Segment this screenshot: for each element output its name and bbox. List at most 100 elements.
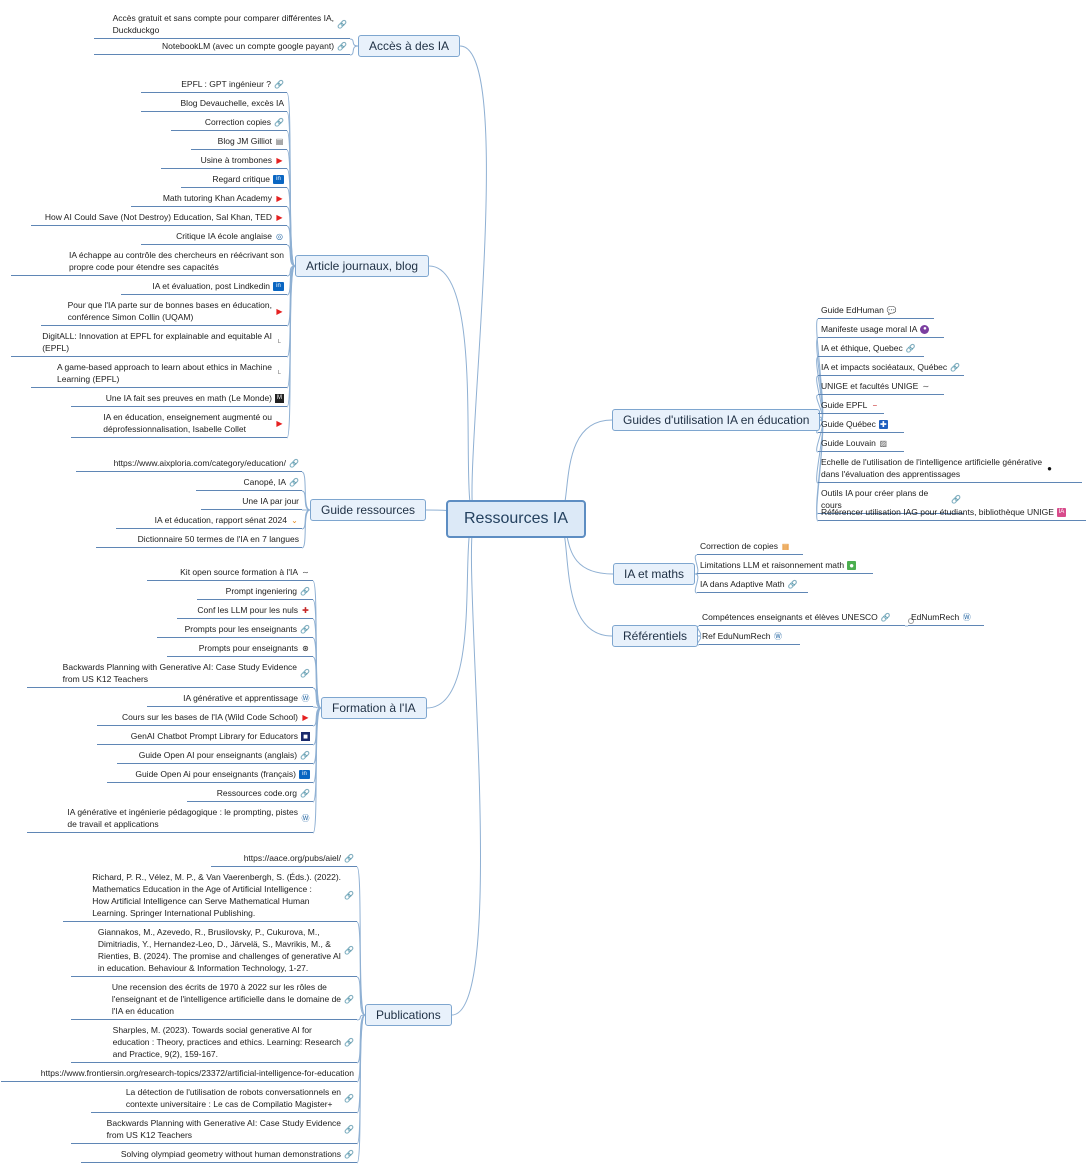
formation-item-4[interactable]: Prompts pour les enseignants🔗 <box>157 621 313 638</box>
guide_res-item-4[interactable]: IA et éducation, rapport sénat 2024⌄ <box>116 512 302 529</box>
formation-item-6[interactable]: Backwards Planning with Generative AI: C… <box>27 659 313 688</box>
item-text: Echelle de l'utilisation de l'intelligen… <box>821 457 1043 479</box>
link-icon[interactable]: 🔗 <box>300 788 310 798</box>
articles-item-14[interactable]: A game-based approach to learn about eth… <box>31 359 287 388</box>
guides_util-item-2[interactable]: Manifeste usage moral IA● <box>818 321 944 338</box>
collapse-toggle[interactable] <box>908 618 914 624</box>
articles-item-15[interactable]: Une IA fait ses preuves en math (Le Mond… <box>71 390 287 407</box>
guides_util-item-10[interactable]: Outils IA pour créer plans de cours🔗 <box>818 485 964 514</box>
formation-item-1[interactable]: Kit open source formation à l'IA∼ <box>147 564 313 581</box>
guide_res-item-3[interactable]: Une IA par jour <box>201 493 302 510</box>
formation-item-8[interactable]: Cours sur les bases de l'IA (Wild Code S… <box>97 709 313 726</box>
guides_util-item-4[interactable]: IA et impacts sociéataux, Québec🔗 <box>818 359 964 376</box>
branch-guide-ressources[interactable]: Guide ressources <box>310 499 427 521</box>
articles-item-9[interactable]: Critique IA école anglaise◎ <box>141 228 287 245</box>
link-icon[interactable]: 🔗 <box>344 853 354 863</box>
link-icon[interactable]: 🔗 <box>300 668 310 678</box>
formation-item-5[interactable]: Prompts pour enseignants⊛ <box>167 640 313 657</box>
acces-item-2[interactable]: NotebookLM (avec un compte google payant… <box>94 38 350 55</box>
link-icon[interactable]: 🔗 <box>274 79 284 89</box>
link-icon[interactable]: 🔗 <box>300 750 310 760</box>
articles-item-5[interactable]: Usine à trombones▶ <box>161 152 287 169</box>
link-icon[interactable]: 🔗 <box>337 19 347 29</box>
link-icon[interactable]: 🔗 <box>344 994 354 1004</box>
guides_util-item-3[interactable]: IA et éthique, Quebec🔗 <box>818 340 924 357</box>
guides_util-item-9[interactable]: Echelle de l'utilisation de l'intelligen… <box>818 454 1082 483</box>
item-text: Une recension des écrits de 1970 à 2022 … <box>111 982 342 1016</box>
link-icon[interactable]: 🔗 <box>787 579 798 589</box>
maths-item-1[interactable]: Correction de copies▦ <box>697 538 803 555</box>
publications-item-7[interactable]: La détection de l'utilisation de robots … <box>91 1084 357 1113</box>
publications-item-9[interactable]: Solving olympiad geometry without human … <box>81 1146 357 1163</box>
articles-item-16[interactable]: IA en éducation, enseignement augmenté o… <box>71 409 287 438</box>
link-icon[interactable]: 🔗 <box>344 1093 354 1103</box>
root-topic[interactable]: Ressources IA <box>446 500 587 538</box>
formation-item-9[interactable]: GenAI Chatbot Prompt Library for Educato… <box>97 728 313 745</box>
formation-item-11[interactable]: Guide Open Ai pour enseignants (français… <box>107 766 313 783</box>
guides_util-item-11[interactable]: Référencer utilisation IAG pour étudiant… <box>818 504 1086 521</box>
guides_util-item-1[interactable]: Guide EdHuman💬 <box>818 302 934 319</box>
branch-publications[interactable]: Publications <box>365 1004 452 1026</box>
item-text: UNIGE et facultés UNIGE <box>821 381 919 391</box>
articles-item-13[interactable]: DigitALL: Innovation at EPFL for explain… <box>11 328 287 357</box>
formation-item-10[interactable]: Guide Open AI pour enseignants (anglais)… <box>117 747 313 764</box>
articles-item-2[interactable]: Blog Devauchelle, excès IA <box>141 95 287 112</box>
branch-referentiels[interactable]: Référentiels <box>612 625 699 647</box>
link-icon[interactable]: 🔗 <box>344 945 354 955</box>
branch-articles-blog[interactable]: Article journaux, blog <box>295 255 430 277</box>
articles-item-12[interactable]: Pour que l'IA parte sur de bonnes bases … <box>41 297 287 326</box>
formation-item-13[interactable]: IA générative et ingénierie pédagogique … <box>27 804 313 833</box>
articles-item-1[interactable]: EPFL : GPT ingénieur ?🔗 <box>141 76 287 93</box>
formation-item-12[interactable]: Ressources code.org🔗 <box>187 785 313 802</box>
link-icon[interactable]: 🔗 <box>344 1037 354 1047</box>
link-icon[interactable]: 🔗 <box>344 1149 354 1159</box>
publications-item-1[interactable]: https://aace.org/pubs/aiel/🔗 <box>211 850 357 867</box>
articles-item-3[interactable]: Correction copies🔗 <box>171 114 287 131</box>
link-icon[interactable]: 🔗 <box>289 458 299 468</box>
branch-formation-ia[interactable]: Formation à l'IA <box>321 697 427 719</box>
articles-item-10[interactable]: IA échappe au contrôle des chercheurs en… <box>11 247 287 276</box>
branch-guides-utilisation[interactable]: Guides d'utilisation IA en éducation <box>612 409 821 431</box>
branch-ia-maths[interactable]: IA et maths <box>613 563 696 585</box>
articles-item-8[interactable]: How AI Could Save (Not Destroy) Educatio… <box>31 209 287 226</box>
link-icon[interactable]: 🔗 <box>880 612 891 622</box>
publications-item-6[interactable]: https://www.frontiersin.org/research-top… <box>1 1065 357 1082</box>
link-icon[interactable]: 🔗 <box>274 117 284 127</box>
link-icon[interactable]: 🔗 <box>951 494 962 504</box>
link-icon[interactable]: 🔗 <box>300 586 310 596</box>
guides_util-item-8[interactable]: Guide Louvain▨ <box>818 435 904 452</box>
articles-item-7[interactable]: Math tutoring Khan Academy▶ <box>131 190 287 207</box>
link-icon[interactable]: 🔗 <box>300 624 310 634</box>
guide_res-item-2[interactable]: Canopé, IA🔗 <box>196 474 302 491</box>
articles-item-4[interactable]: Blog JM Gilliot▤ <box>191 133 287 150</box>
formation-item-3[interactable]: Conf les LLM pour les nuls✚ <box>177 602 313 619</box>
publications-item-2[interactable]: Richard, P. R., Vélez, M. P., & Van Vaer… <box>63 869 357 922</box>
link-icon[interactable]: 🔗 <box>344 1124 354 1134</box>
link-icon[interactable]: 🔗 <box>344 890 354 900</box>
link-icon[interactable]: 🔗 <box>950 362 961 372</box>
formation-item-2[interactable]: Prompt ingeniering🔗 <box>197 583 313 600</box>
publications-item-4[interactable]: Une recension des écrits de 1970 à 2022 … <box>71 979 357 1020</box>
guide_res-item-1[interactable]: https://www.aixploria.com/category/educa… <box>76 455 302 472</box>
maths-item-2[interactable]: Limitations LLM et raisonnement math● <box>697 557 873 574</box>
publications-item-8[interactable]: Backwards Planning with Generative AI: C… <box>71 1115 357 1144</box>
branch-label: Article journaux, blog <box>306 259 419 273</box>
branch-acces-ia[interactable]: Accès à des IA <box>358 35 461 57</box>
publications-item-5[interactable]: Sharples, M. (2023). Towards social gene… <box>71 1022 357 1063</box>
publications-item-3[interactable]: Giannakos, M., Azevedo, R., Brusilovsky,… <box>71 924 357 977</box>
referentiels-item-1[interactable]: Compétences enseignants et élèves UNESCO… <box>699 609 905 626</box>
link-icon[interactable]: 🔗 <box>905 343 916 353</box>
maths-item-3[interactable]: IA dans Adaptive Math🔗 <box>697 576 808 593</box>
guide_res-item-5[interactable]: Dictionnaire 50 termes de l'IA en 7 lang… <box>96 531 302 548</box>
link-icon[interactable]: 🔗 <box>289 477 299 487</box>
acces-item-1[interactable]: Accès gratuit et sans compte pour compar… <box>94 10 350 39</box>
guides_util-item-5[interactable]: UNIGE et facultés UNIGE∼ <box>818 378 944 395</box>
guides_util-item-7[interactable]: Guide Québec✚ <box>818 416 904 433</box>
link-icon[interactable]: 🔗 <box>337 41 347 51</box>
guides_util-item-6[interactable]: Guide EPFL− <box>818 397 884 414</box>
